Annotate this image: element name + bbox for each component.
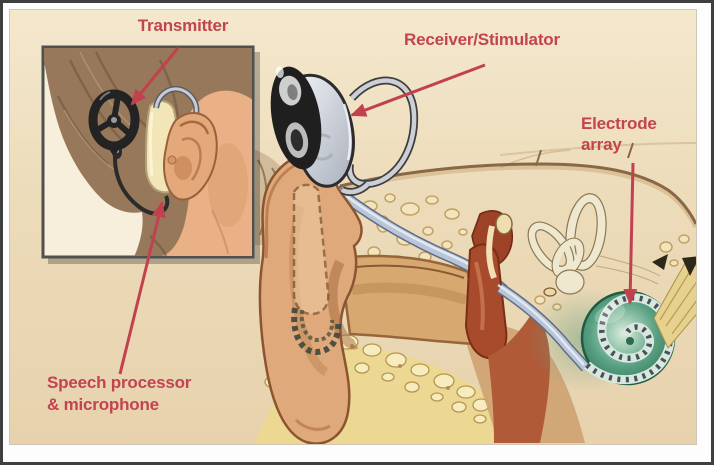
auditory-nerve-illustration [595,254,696,349]
inset-panel [41,45,260,264]
main-illustration [255,66,696,444]
inset-ear-illustration [163,112,218,201]
transmitter-cable [113,145,170,216]
electrode-array-spiral [583,293,675,385]
receiver-arrow [350,63,486,117]
transmitter-label: Transmitter [137,16,229,35]
speech-processor-label: Speech processor & microphone [47,373,192,414]
electrode-arrow [623,162,638,305]
semicircular-canals-illustration [527,193,607,295]
speech-processor-arrow [118,201,166,375]
receiver-stimulator-label: Receiver/Stimulator [404,30,560,49]
transmitter-coil-illustration [88,89,140,154]
ear-canal-illustration [338,254,478,346]
middle-ear-illustration [464,210,557,443]
ear-pinna-illustration [258,150,363,444]
electrode-array-label: Electrode array [581,114,657,154]
receiver-stimulator-illustration [270,66,419,196]
hidden-processor-outline [291,183,342,356]
child-head-illustration [44,48,252,256]
implant-coil [270,66,322,170]
leader-arrows [118,47,638,375]
transmitter-arrow [130,47,180,106]
cochlea-illustration [580,290,676,386]
electrode-lead-tip [497,283,591,372]
